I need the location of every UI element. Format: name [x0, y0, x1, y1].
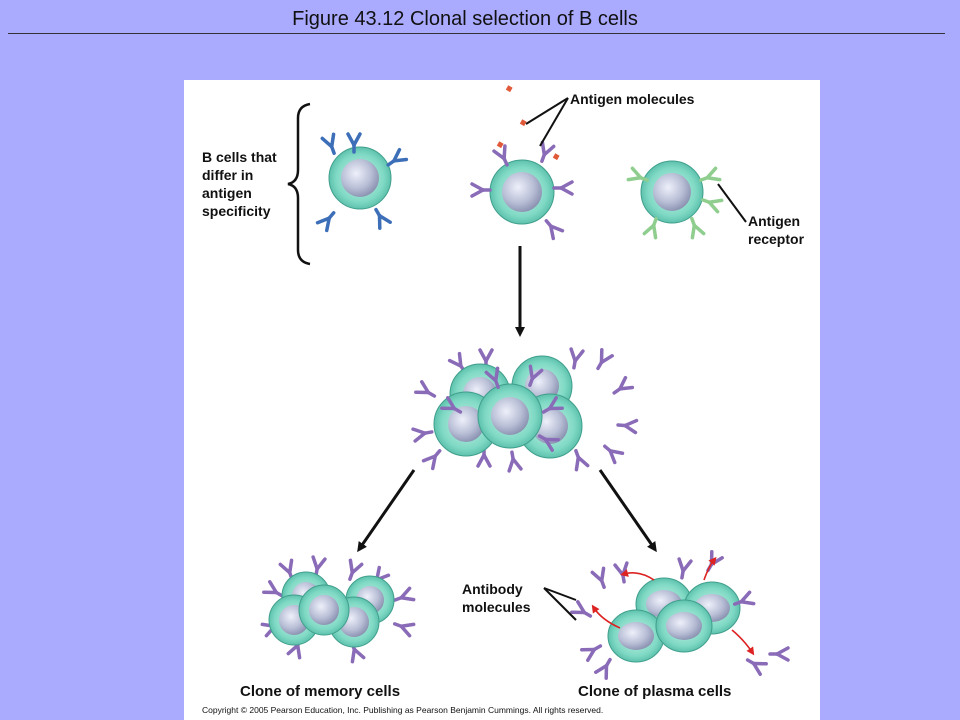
antigen-leader-line [539, 97, 569, 147]
b-cell-blue [315, 132, 409, 233]
receptor-leader-line [717, 183, 747, 223]
antigen-molecules [496, 85, 560, 161]
grouping-brace [287, 102, 311, 266]
plasma-clone-label: Clone of plasma cells [578, 683, 731, 700]
antibody-leader-line [543, 587, 577, 601]
memory-clone-label: Clone of memory cells [240, 683, 400, 700]
copyright-notice: Copyright © 2005 Pearson Education, Inc.… [202, 705, 603, 715]
secretion-arrows [591, 556, 755, 656]
antibody-molecules-label: Antibody molecules [462, 581, 531, 615]
memory-arrow [357, 469, 416, 553]
proliferating-clone [411, 347, 639, 473]
clonal-selection-diagram: B cells that differ in antigen specifici… [202, 85, 805, 715]
memory-cell-clone [260, 555, 416, 664]
title-divider [8, 33, 945, 34]
plasma-cell-clone [607, 577, 741, 663]
antibody-leader-line [543, 587, 577, 621]
antigen-molecules-label: Antigen molecules [570, 91, 695, 107]
b-cell-selected [470, 85, 574, 241]
b-cells-label: B cells that differ in antigen specifici… [202, 149, 281, 219]
plasma-arrow [598, 469, 657, 553]
slide-title: Figure 43.12 Clonal selection of B cells [292, 8, 638, 30]
diagram-panel: B cells that differ in antigen specifici… [184, 80, 820, 720]
antigen-receptor-label: Antigen receptor [748, 213, 805, 247]
b-cell-green [626, 160, 724, 240]
antigen-leader-line [525, 97, 569, 125]
